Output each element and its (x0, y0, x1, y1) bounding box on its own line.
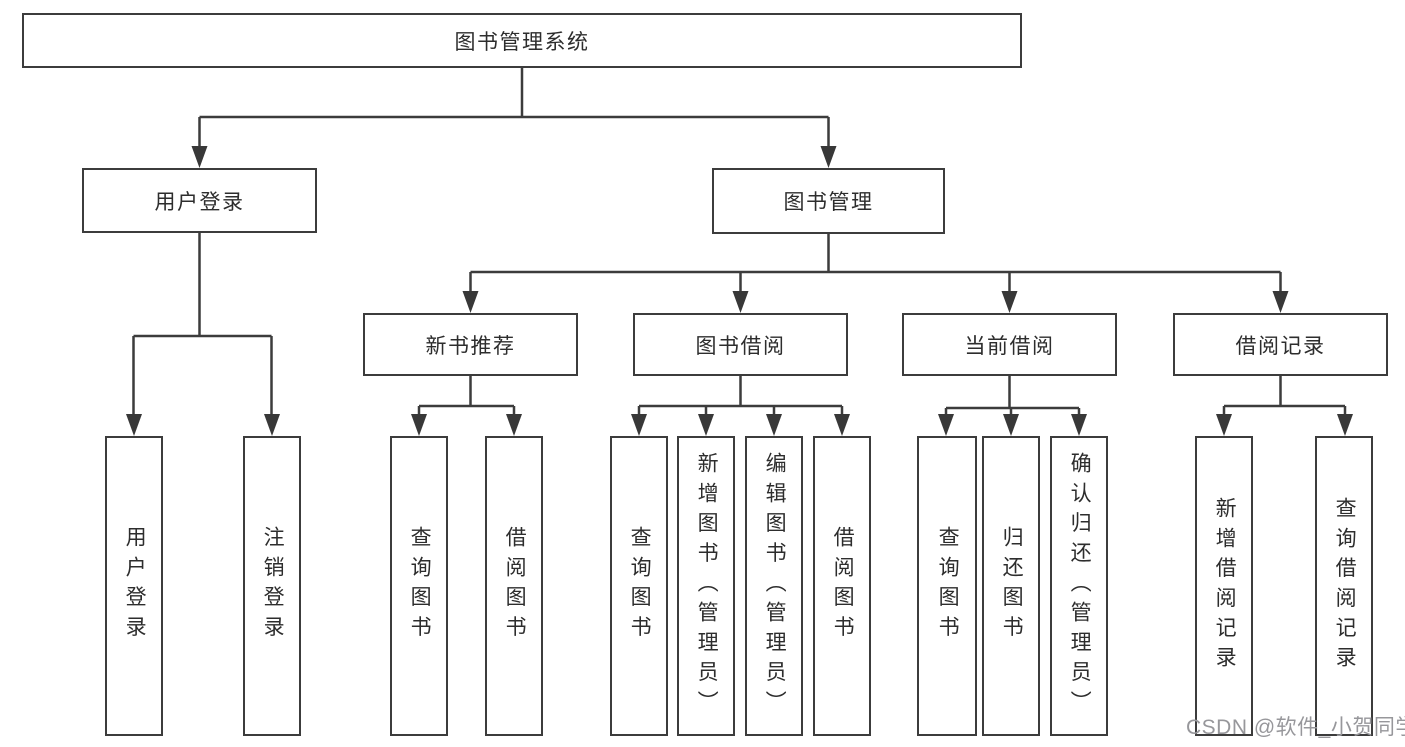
leaf-user-login-label: 用户登录 (123, 526, 147, 646)
leaf-edit-books-label: 编辑图书（管理员） (763, 451, 787, 721)
leaf-query-borrow-record-label: 查询借阅记录 (1333, 496, 1357, 676)
node-root-label: 图书管理系统 (454, 30, 590, 54)
leaf-add-books: 新增图书（管理员） (677, 436, 735, 736)
leaf-add-books-label: 新增图书（管理员） (695, 451, 719, 721)
leaf-query-books-c-label: 查询图书 (936, 526, 960, 646)
leaf-borrow-books-b: 借阅图书 (813, 436, 871, 736)
node-book-borrow: 图书借阅 (633, 313, 848, 376)
watermark: CSDN @软件_小贺同学 (1186, 716, 1405, 739)
leaf-query-books-c: 查询图书 (917, 436, 977, 736)
arrowheads (126, 146, 1353, 436)
node-book-borrow-label: 图书借阅 (695, 334, 786, 358)
node-new-book-rec-label: 新书推荐 (425, 334, 516, 358)
node-current-borrow-label: 当前借阅 (964, 334, 1055, 358)
leaf-user-login: 用户登录 (105, 436, 163, 736)
leaf-query-books-a-label: 查询图书 (408, 526, 432, 646)
leaf-logout-label: 注销登录 (261, 526, 285, 646)
node-borrow-records-label: 借阅记录 (1235, 334, 1326, 358)
node-user-login: 用户登录 (82, 168, 317, 233)
node-book-mgmt: 图书管理 (712, 168, 945, 234)
leaf-add-borrow-record: 新增借阅记录 (1195, 436, 1253, 736)
node-new-book-rec: 新书推荐 (363, 313, 578, 376)
node-book-mgmt-label: 图书管理 (783, 191, 874, 214)
node-root: 图书管理系统 (22, 13, 1022, 68)
leaf-borrow-books-b-label: 借阅图书 (831, 526, 855, 646)
leaf-edit-books: 编辑图书（管理员） (745, 436, 803, 736)
leaf-query-books-a: 查询图书 (390, 436, 448, 736)
leaf-borrow-books-a-label: 借阅图书 (503, 526, 527, 646)
leaf-query-books-b: 查询图书 (610, 436, 668, 736)
leaf-query-borrow-record: 查询借阅记录 (1315, 436, 1373, 736)
node-borrow-records: 借阅记录 (1173, 313, 1388, 376)
leaf-add-borrow-record-label: 新增借阅记录 (1213, 496, 1237, 676)
leaf-return-books-label: 归还图书 (1000, 526, 1024, 646)
leaf-query-books-b-label: 查询图书 (628, 526, 652, 646)
leaf-logout: 注销登录 (243, 436, 301, 736)
leaf-confirm-return: 确认归还（管理员） (1050, 436, 1108, 736)
node-current-borrow: 当前借阅 (902, 313, 1117, 376)
leaf-confirm-return-label: 确认归还（管理员） (1068, 451, 1092, 721)
node-user-login-label: 用户登录 (154, 190, 245, 214)
leaf-return-books: 归还图书 (982, 436, 1040, 736)
leaf-borrow-books-a: 借阅图书 (485, 436, 543, 736)
